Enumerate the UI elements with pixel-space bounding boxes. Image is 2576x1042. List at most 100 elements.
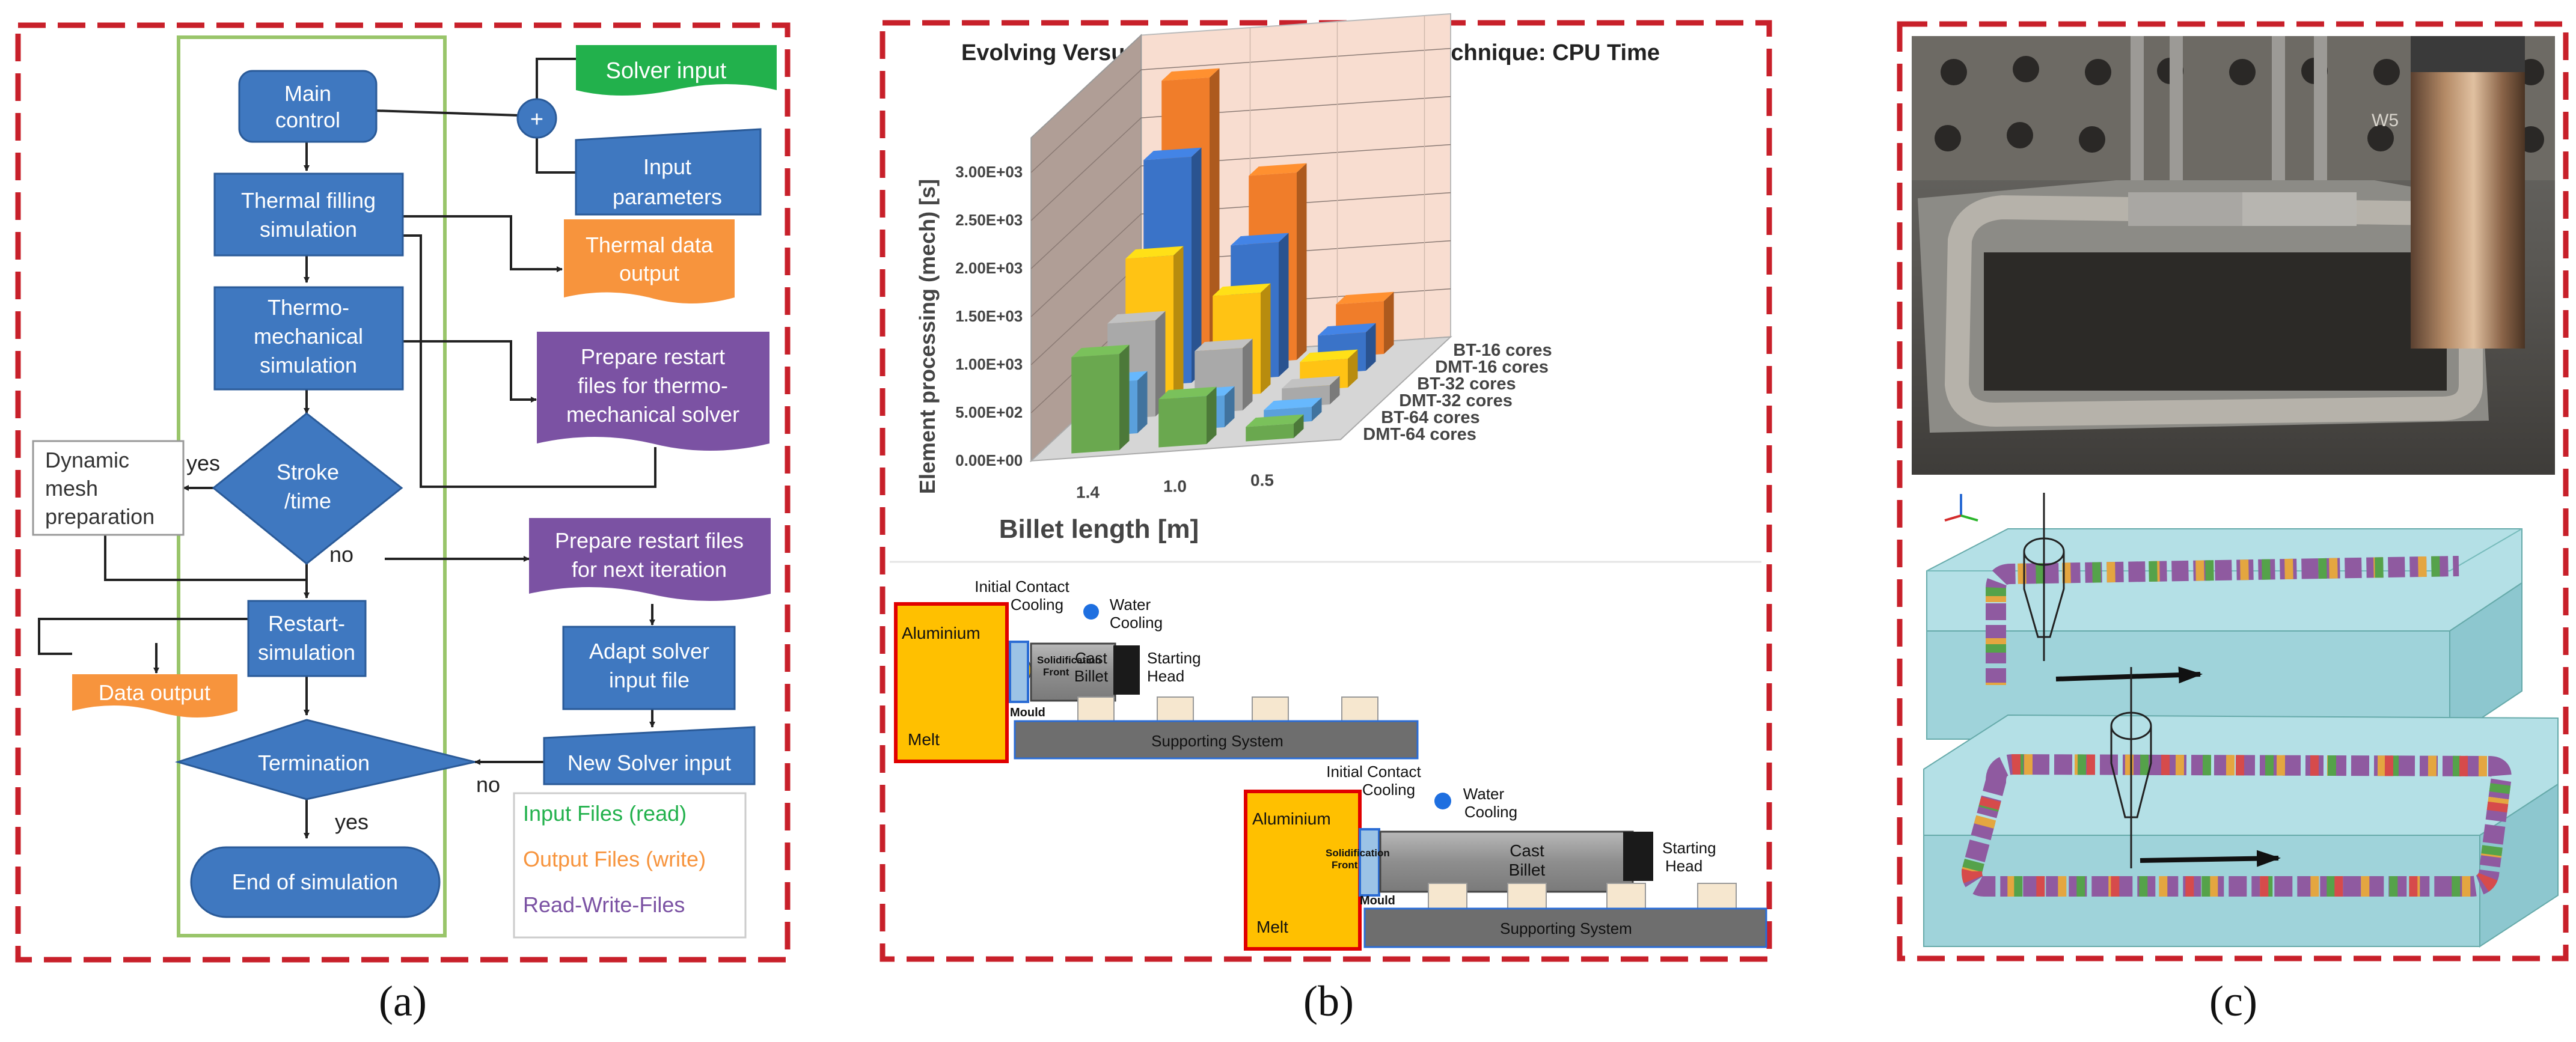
casting-diagram-bottom: Initial Contact Cooling Water Cooling Al…: [1244, 763, 1767, 951]
melt-block: [894, 602, 1009, 763]
chart-y-axis-label: Element processing (mech) [s]: [915, 179, 940, 494]
dynamic-mesh-line2: mesh: [45, 476, 98, 501]
chart-series-label: DMT-32 cores: [1399, 391, 1513, 410]
prepare-restart-next-line2: for next iteration: [572, 557, 727, 582]
chart-bar-top: [1125, 246, 1184, 259]
mould-block: [1009, 641, 1029, 703]
torch-cone-icon: [2110, 667, 2152, 868]
chart-bar-side: [1330, 376, 1340, 404]
cast-billet: [1379, 830, 1634, 893]
chart-y-tick-label: 0.00E+00: [955, 451, 1023, 469]
chart-bar-side: [1155, 311, 1166, 416]
aluminium-label: Aluminium: [902, 624, 981, 642]
chart-bar-side: [1192, 147, 1202, 383]
chart-bar-side: [1261, 283, 1271, 394]
direction-arrow: [2140, 850, 2281, 867]
data-output-label: Data output: [99, 680, 210, 705]
chart-y-ticks: 0.00E+005.00E+021.00E+031.50E+032.00E+03…: [955, 163, 1023, 469]
chart-bar-top: [1246, 414, 1304, 427]
support-roller: [1341, 696, 1378, 722]
prepare-restart-thermo-line1: Prepare restart: [581, 344, 725, 369]
water-cooling-line1: Water: [1463, 785, 1505, 803]
legend-read-write-files: Read-Write-Files: [523, 892, 685, 917]
starting-head-block: [1623, 832, 1653, 881]
panel-a-frame: [15, 22, 791, 963]
stroke-time-diamond: Stroke /time: [212, 412, 403, 565]
data-output-doc: Data output: [72, 674, 237, 718]
input-parameters-line2: parameters: [613, 184, 722, 209]
chart-bar-top: [1282, 376, 1340, 389]
chart-bar-side: [1312, 397, 1322, 421]
main-control-line2: control: [275, 108, 340, 132]
direction-arrow: [2055, 666, 2203, 684]
chart-series-label: BT-32 cores: [1417, 374, 1516, 394]
chart-bar-side: [1225, 386, 1235, 427]
main-control-box: Main control: [238, 70, 378, 143]
chart-bar-top: [1158, 386, 1217, 400]
prepare-restart-next-line1: Prepare restart files: [555, 528, 744, 553]
support-roller: [1606, 883, 1646, 910]
cast-billet-line1: Cast: [1510, 841, 1544, 860]
stroke-time-line1: Stroke: [277, 460, 339, 484]
thermal-data-output-line2: output: [619, 261, 679, 285]
chart-bar-side: [1137, 371, 1148, 433]
initial-contact-line1: Initial Contact: [974, 577, 1069, 596]
chart-bar-top: [1195, 338, 1253, 352]
flow-connectors: [38, 58, 656, 839]
supporting-system-bar: [1014, 720, 1419, 760]
starting-head-line2: Head: [1665, 857, 1703, 875]
adapt-solver-box: Adapt solver input file: [562, 626, 736, 710]
chart-series-label: BT-64 cores: [1381, 408, 1479, 427]
chart-bar-top: [1071, 344, 1130, 358]
panel-c-frame: [1897, 21, 2569, 961]
chart-bar: [1071, 344, 1130, 454]
dynamic-mesh-line1: Dynamic: [45, 448, 129, 472]
panel-a-label: (a): [379, 977, 427, 1025]
chart-bar-top: [1249, 163, 1307, 176]
chart-bar-side: [1210, 68, 1220, 366]
chart-series-label: BT-16 cores: [1453, 341, 1552, 360]
initial-contact-line1: Initial Contact: [1326, 763, 1421, 781]
panel-b: Evolving Versus Conventional Fixed Mesh …: [880, 13, 1772, 962]
adapt-solver-line1: Adapt solver: [589, 639, 709, 663]
solver-input-label: Solver input: [606, 58, 727, 84]
chart-bar-side: [1366, 323, 1376, 371]
water-cooling-line2: Cooling: [1110, 614, 1163, 632]
thermal-data-output-line1: Thermal data: [586, 233, 714, 257]
chart-bar: [1158, 386, 1217, 448]
prepare-restart-thermo-doc: Prepare restart files for thermo- mechan…: [537, 332, 769, 451]
rod-clamps: [2131, 36, 2327, 180]
solidification-line1: Solidification: [1326, 847, 1390, 859]
thermo-mechanical-line1: Thermo-: [268, 295, 349, 320]
prepare-restart-next-doc: Prepare restart files for next iteration: [529, 518, 771, 601]
water-cooling-icon: [1083, 604, 1099, 620]
stroke-no-label: no: [329, 542, 353, 567]
chart-bar-top: [1336, 291, 1394, 305]
termination-yes-label: yes: [335, 809, 369, 834]
chart-bar-top: [1143, 147, 1202, 160]
casting-diagram-top: Initial Contact Cooling Water Cooling Al…: [894, 577, 1419, 763]
chart-x-tick-label: 1.4: [1076, 483, 1100, 501]
termination-no-label: no: [476, 772, 500, 797]
end-of-simulation-terminal: End of simulation: [190, 846, 441, 918]
panel-c: W5: [1897, 21, 2569, 961]
dynamic-mesh-box: Dynamic mesh preparation: [32, 440, 185, 536]
support-roller: [1507, 883, 1547, 910]
plate-marking: W5: [2372, 111, 2399, 130]
input-parameters-line1: Input: [643, 154, 691, 179]
supporting-system-label: Supporting System: [1151, 732, 1283, 750]
mould-label: Mould: [1010, 706, 1045, 719]
chart-gridline: [1030, 192, 1451, 317]
panel-a: Main control + Solver input Input parame…: [15, 22, 791, 963]
chart-bar-side: [1243, 338, 1253, 410]
thermal-data-output-doc: Thermal data output: [564, 219, 735, 303]
chart-bar-top: [1107, 311, 1166, 324]
restart-simulation-line2: simulation: [258, 640, 355, 665]
prepare-restart-thermo-line2: files for thermo-: [578, 373, 728, 398]
mould-label: Mould: [1360, 894, 1395, 907]
termination-diamond: Termination: [174, 719, 476, 800]
legend-input-files: Input Files (read): [523, 801, 687, 826]
support-roller: [1157, 696, 1194, 722]
